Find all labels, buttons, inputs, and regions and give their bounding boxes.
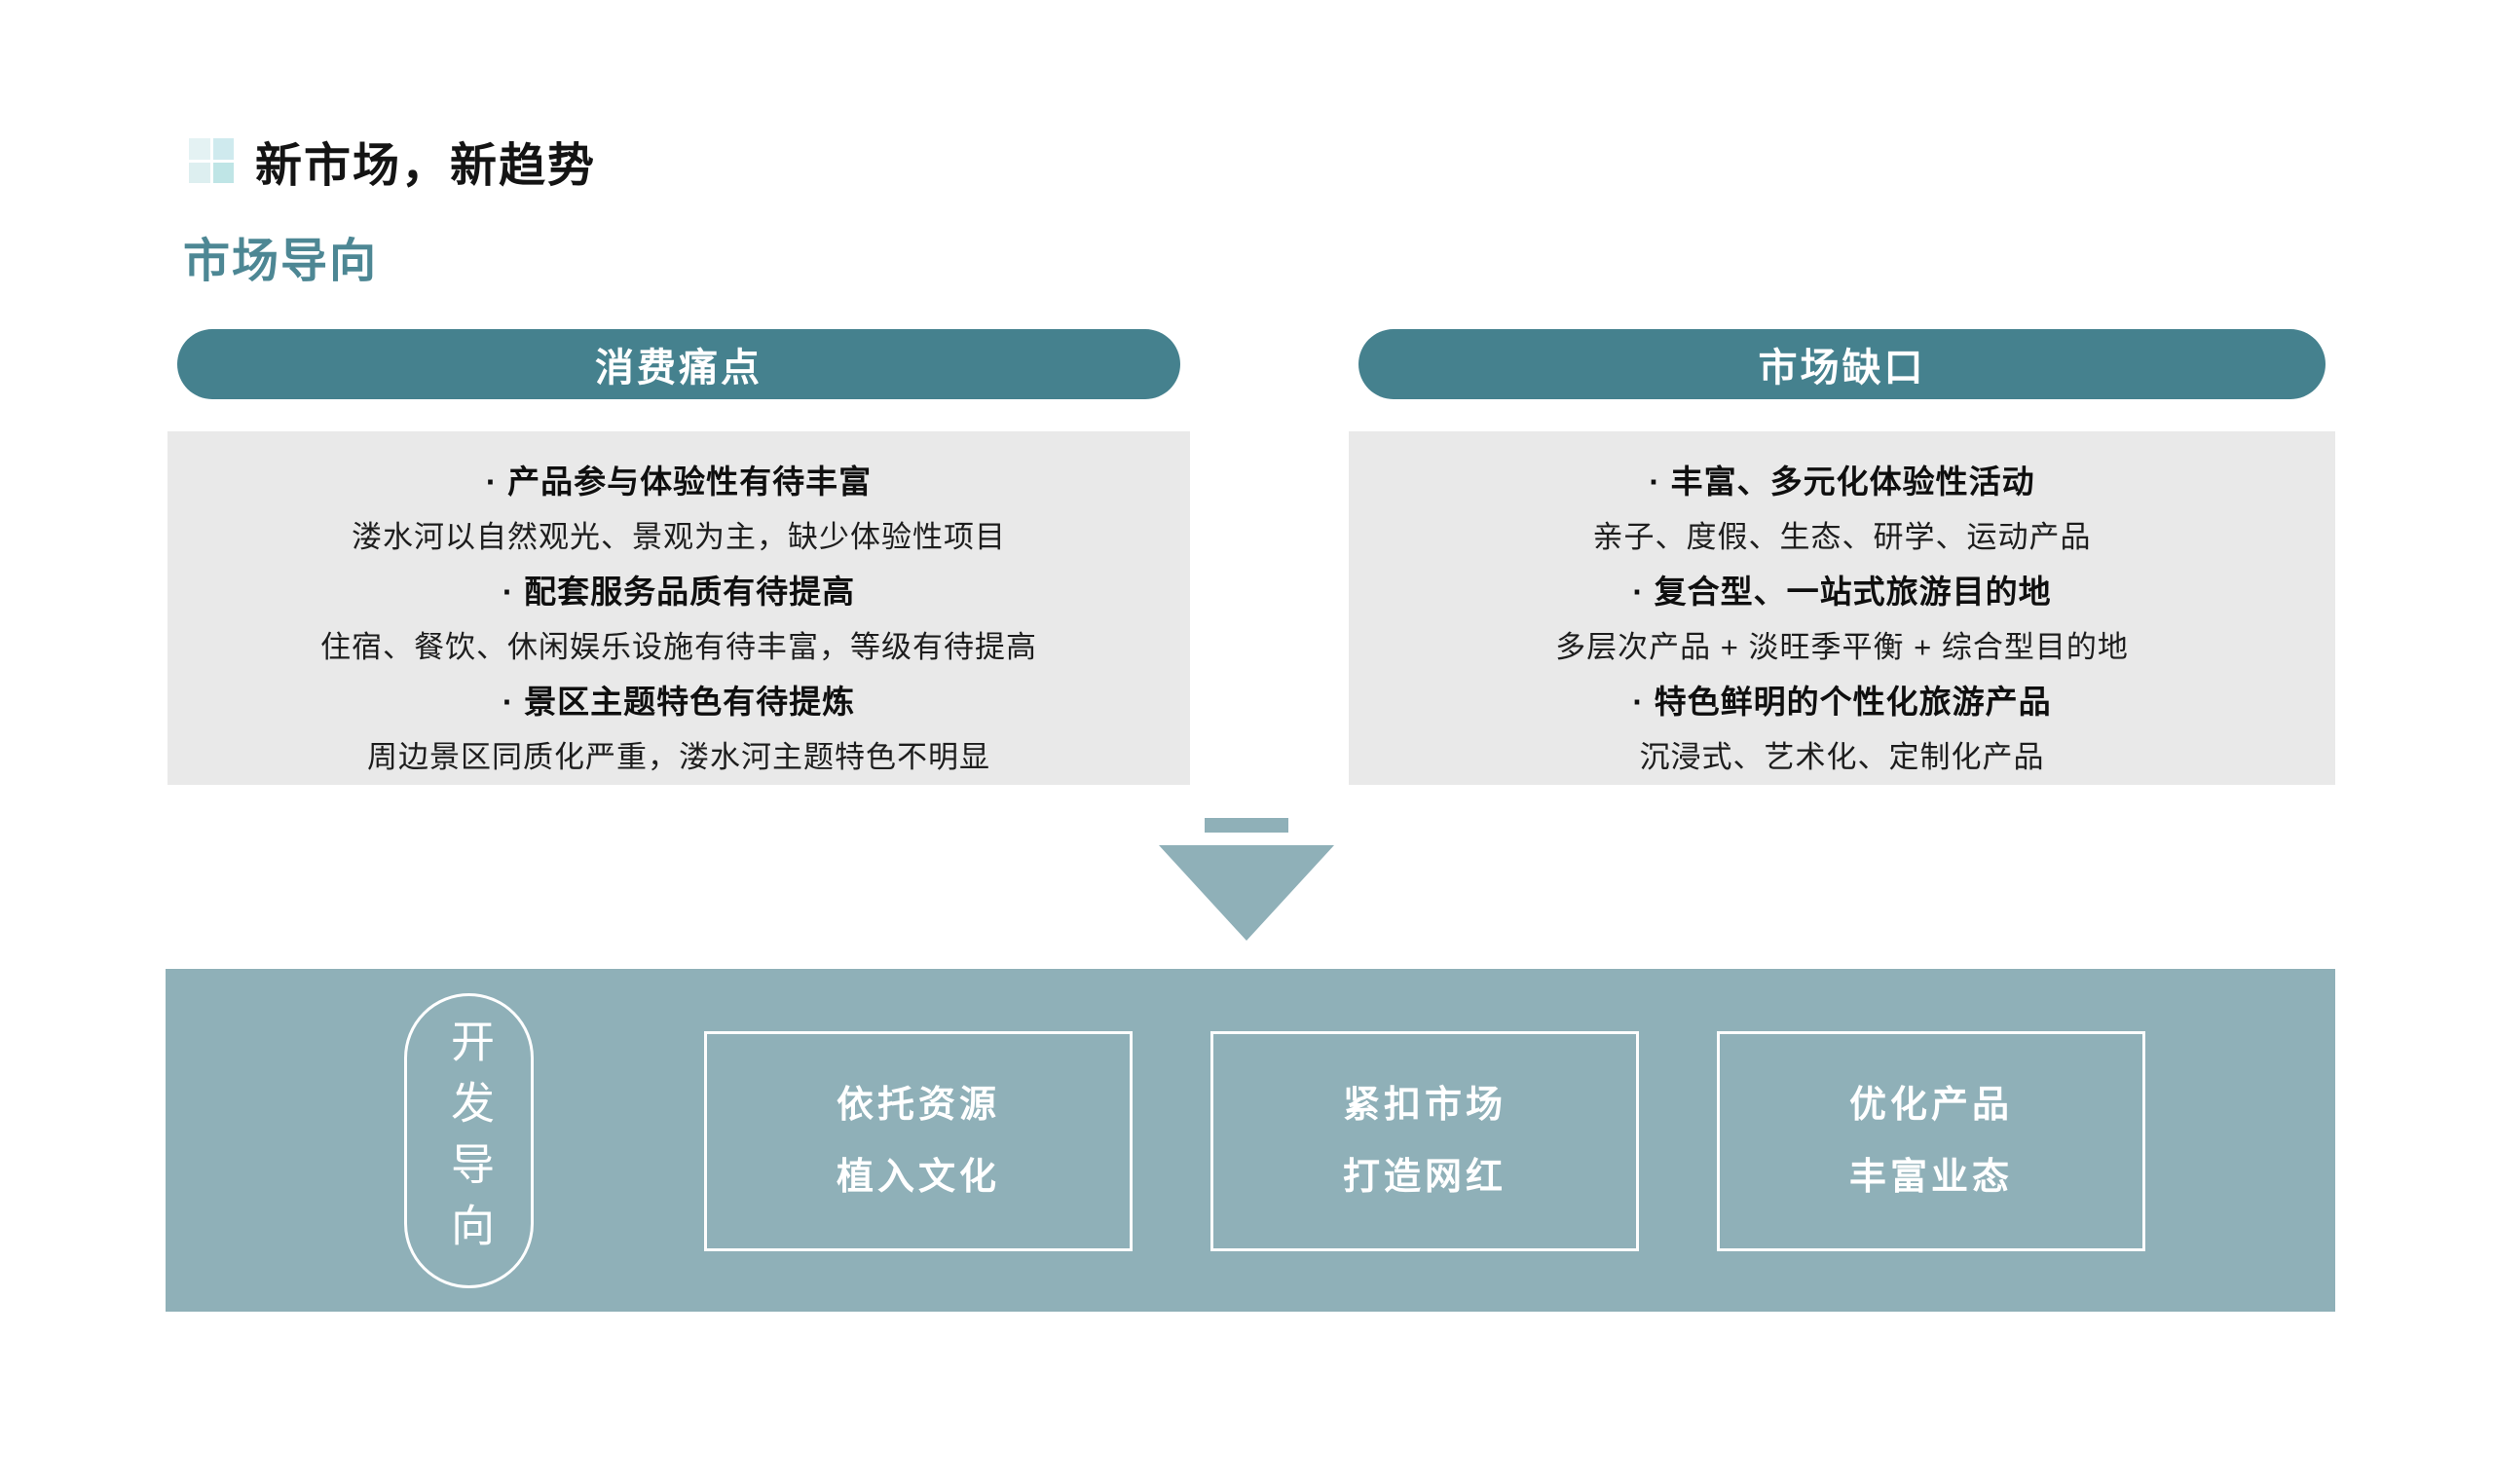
market-gap-title: · 丰富、多元化体验性活动 [1649,464,2035,500]
strategy-line: 紧扣市场 [1342,1085,1507,1126]
pain-point-title: · 配套服务品质有待提高 [502,574,856,610]
strategy-line: 优化产品 [1848,1085,2013,1126]
market-gap-header: 市场缺口 [1358,329,2326,399]
strategy-box-product-business: 优化产品 丰富业态 [1717,1031,2145,1251]
strategy-box-market-viral: 紧扣市场 打造网红 [1210,1031,1639,1251]
strategy-line: 丰富业态 [1848,1157,2013,1198]
slide-title: 新市场，新趋势 [255,140,597,192]
logo-cell [212,138,234,160]
market-gap-column: 市场缺口 · 丰富、多元化体验性活动 亲子、度假、生态、研学、运动产品 · 复合… [1349,329,2335,785]
market-gap-desc: 多层次产品 + 淡旺季平衡 + 综合型目的地 [1555,630,2129,664]
strategy-line: 植入文化 [836,1157,1000,1198]
pain-point-desc: 周边景区同质化严重，溇水河主题特色不明显 [367,740,990,774]
down-arrow-icon [1205,818,1288,833]
pain-points-column: 消费痛点 · 产品参与体验性有待丰富 溇水河以自然观光、景观为主，缺少体验性项目… [167,329,1190,785]
development-orientation-label: 开发导向 [404,993,534,1288]
pain-point-title: · 景区主题特色有待提炼 [502,684,856,720]
market-gap-desc: 亲子、度假、生态、研学、运动产品 [1592,520,2092,554]
pain-point-title: · 产品参与体验性有待丰富 [485,464,873,500]
strategy-line: 依托资源 [836,1085,1000,1126]
strategy-line: 打造网红 [1342,1157,1507,1198]
logo-cell [189,162,210,183]
pain-points-panel: · 产品参与体验性有待丰富 溇水河以自然观光、景观为主，缺少体验性项目 · 配套… [167,431,1190,785]
down-arrow-icon [1159,845,1334,941]
logo-cell [189,138,210,160]
pain-point-desc: 住宿、餐饮、休闲娱乐设施有待丰富，等级有待提高 [320,630,1037,664]
logo-cell [212,162,234,183]
market-gap-panel: · 丰富、多元化体验性活动 亲子、度假、生态、研学、运动产品 · 复合型、一站式… [1349,431,2335,785]
market-gap-title: · 复合型、一站式旅游目的地 [1632,574,2052,610]
market-gap-title: · 特色鲜明的个性化旅游产品 [1632,684,2052,720]
grid-logo-icon [189,138,234,183]
pain-point-desc: 溇水河以自然观光、景观为主，缺少体验性项目 [352,520,1006,554]
strategy-box-resources-culture: 依托资源 植入文化 [704,1031,1133,1251]
development-orientation-panel: 开发导向 依托资源 植入文化 紧扣市场 打造网红 优化产品 丰富业态 [166,969,2335,1312]
section-subtitle: 市场导向 [183,236,379,287]
pain-points-header: 消费痛点 [177,329,1180,399]
market-gap-desc: 沉浸式、艺术化、定制化产品 [1639,740,2045,774]
development-orientation-text: 开发导向 [444,1018,494,1264]
